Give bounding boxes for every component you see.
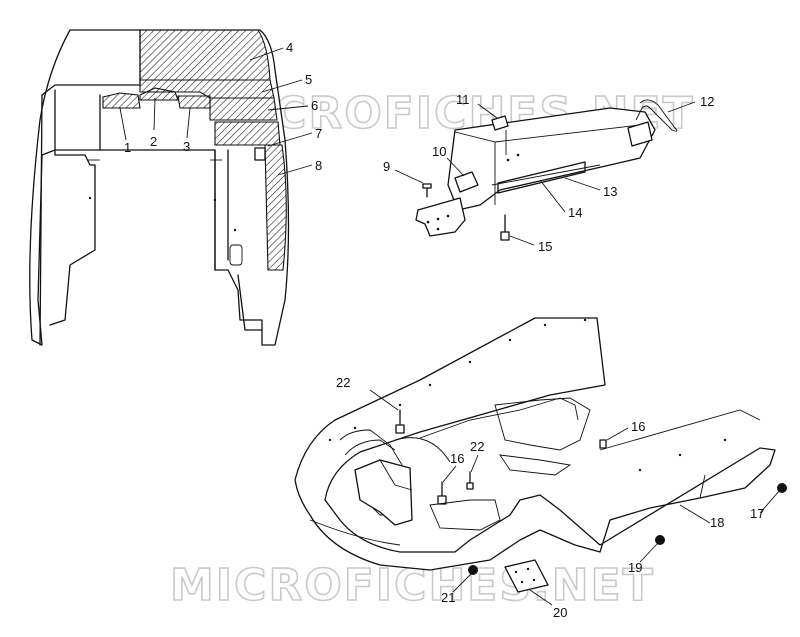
part-21-grommet — [468, 565, 478, 575]
callout-2: 2 — [150, 134, 157, 149]
callout-7: 7 — [315, 126, 322, 141]
callout-4: 4 — [286, 40, 293, 55]
leader-lines — [119, 47, 781, 606]
part-1-block — [102, 92, 141, 109]
part-16-screw-a — [437, 481, 447, 505]
callout-17: 17 — [750, 506, 764, 521]
part-12-spring-clip — [635, 99, 678, 132]
part-11-clip — [491, 115, 509, 131]
callout-22a: 22 — [336, 375, 350, 390]
hood-assembly — [29, 29, 290, 346]
callout-16b: 16 — [631, 419, 645, 434]
part-9-screw — [422, 183, 432, 198]
part-15-screw — [500, 214, 510, 241]
body-bracket-left — [354, 459, 413, 526]
callout-15: 15 — [538, 239, 552, 254]
callout-11: 11 — [456, 92, 470, 107]
callout-18: 18 — [710, 515, 724, 530]
callout-8: 8 — [315, 158, 322, 173]
part-14-trim-strip — [497, 161, 586, 194]
callout-20: 20 — [553, 605, 567, 620]
callout-13: 13 — [603, 184, 617, 199]
part-22-screw-a — [395, 409, 405, 434]
part-20-plate — [504, 559, 549, 593]
part-10-label — [454, 171, 479, 193]
callout-14: 14 — [568, 205, 582, 220]
callout-3: 3 — [183, 139, 190, 154]
callout-9: 9 — [383, 159, 390, 174]
part-3-block — [177, 95, 211, 109]
callout-6: 6 — [311, 98, 318, 113]
callout-22b: 22 — [470, 439, 484, 454]
body-main-panel — [294, 317, 776, 571]
callout-16a: 16 — [450, 451, 464, 466]
part-7-strip — [214, 121, 281, 146]
callout-12: 12 — [700, 94, 714, 109]
part-9-bracket-plate — [415, 197, 466, 237]
part-4-panel — [139, 29, 271, 81]
callout-5: 5 — [305, 72, 312, 87]
part-6-panel — [209, 97, 278, 121]
part-8-side-panel — [264, 144, 287, 271]
body-assembly — [294, 317, 787, 593]
callout-19: 19 — [628, 560, 642, 575]
part-2-block — [139, 87, 179, 101]
part-19-grommet — [655, 535, 665, 545]
callout-labels: 1 2 3 4 5 6 7 8 9 10 11 12 13 14 15 16 1… — [124, 40, 764, 620]
callout-21: 21 — [441, 590, 455, 605]
part-16-screw-b — [599, 439, 607, 449]
callout-10: 10 — [432, 144, 446, 159]
console-assembly — [415, 99, 678, 241]
part-22-screw-b — [466, 471, 474, 490]
callout-1: 1 — [124, 140, 131, 155]
